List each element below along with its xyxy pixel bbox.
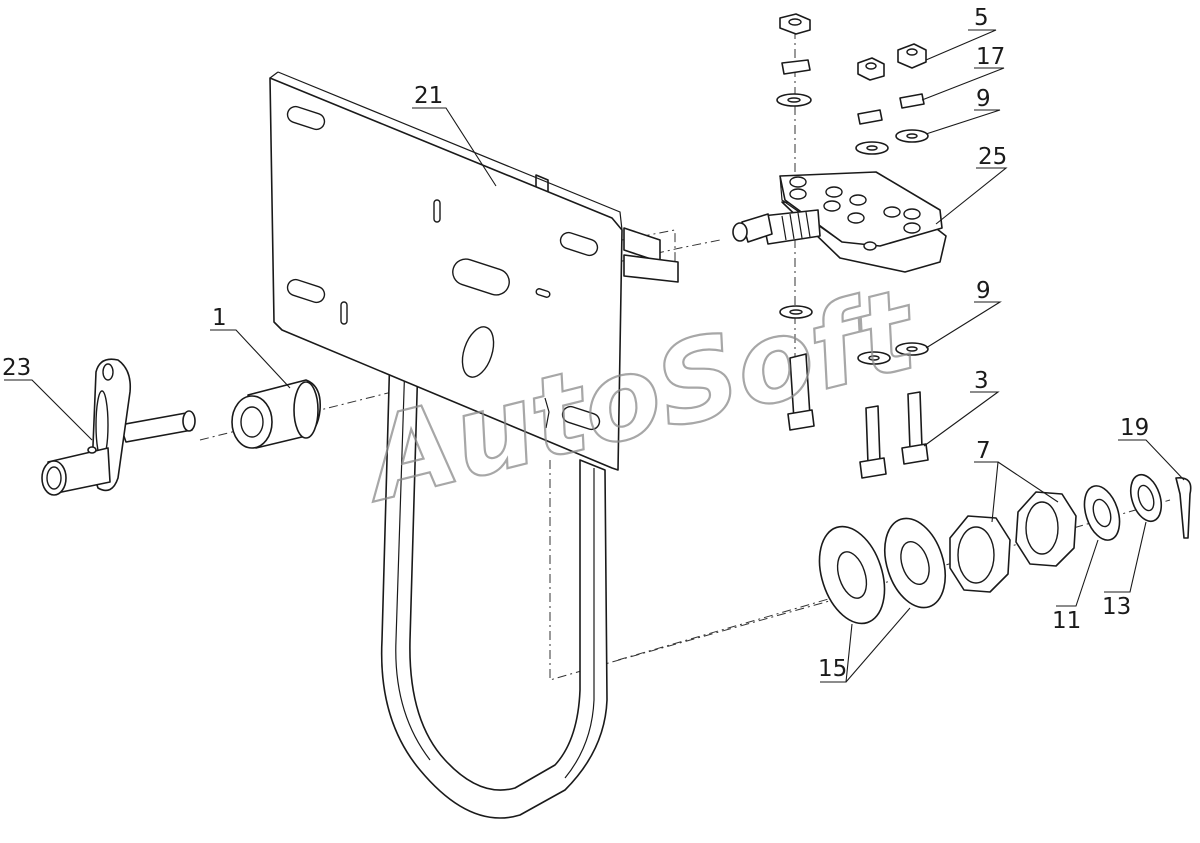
callout-9-bottom: 9	[976, 278, 991, 304]
callout-labels: 21 1 23 5 17 9 25 9 3 7 19 11 13 15	[2, 5, 1149, 682]
callout-21: 21	[414, 83, 443, 109]
callout-9-top: 9	[976, 86, 991, 112]
pedal-plate	[269, 71, 679, 471]
pedal-arm	[380, 349, 608, 819]
callout-15: 15	[818, 656, 847, 682]
callout-13: 13	[1102, 594, 1131, 620]
hinge-bracket	[732, 171, 947, 273]
callout-11: 11	[1052, 608, 1081, 634]
callout-17: 17	[976, 44, 1005, 70]
leader-lines	[4, 29, 1185, 683]
callout-25: 25	[978, 144, 1007, 170]
bushing	[231, 379, 322, 449]
shaft-hardware	[818, 473, 1192, 625]
callout-23: 23	[2, 355, 31, 381]
callout-5: 5	[974, 5, 989, 31]
lever-with-pin	[41, 358, 196, 496]
callout-7: 7	[976, 438, 991, 464]
callout-3: 3	[974, 368, 989, 394]
axis-hardware	[776, 13, 929, 479]
callout-1: 1	[212, 305, 227, 331]
callout-19: 19	[1120, 415, 1149, 441]
